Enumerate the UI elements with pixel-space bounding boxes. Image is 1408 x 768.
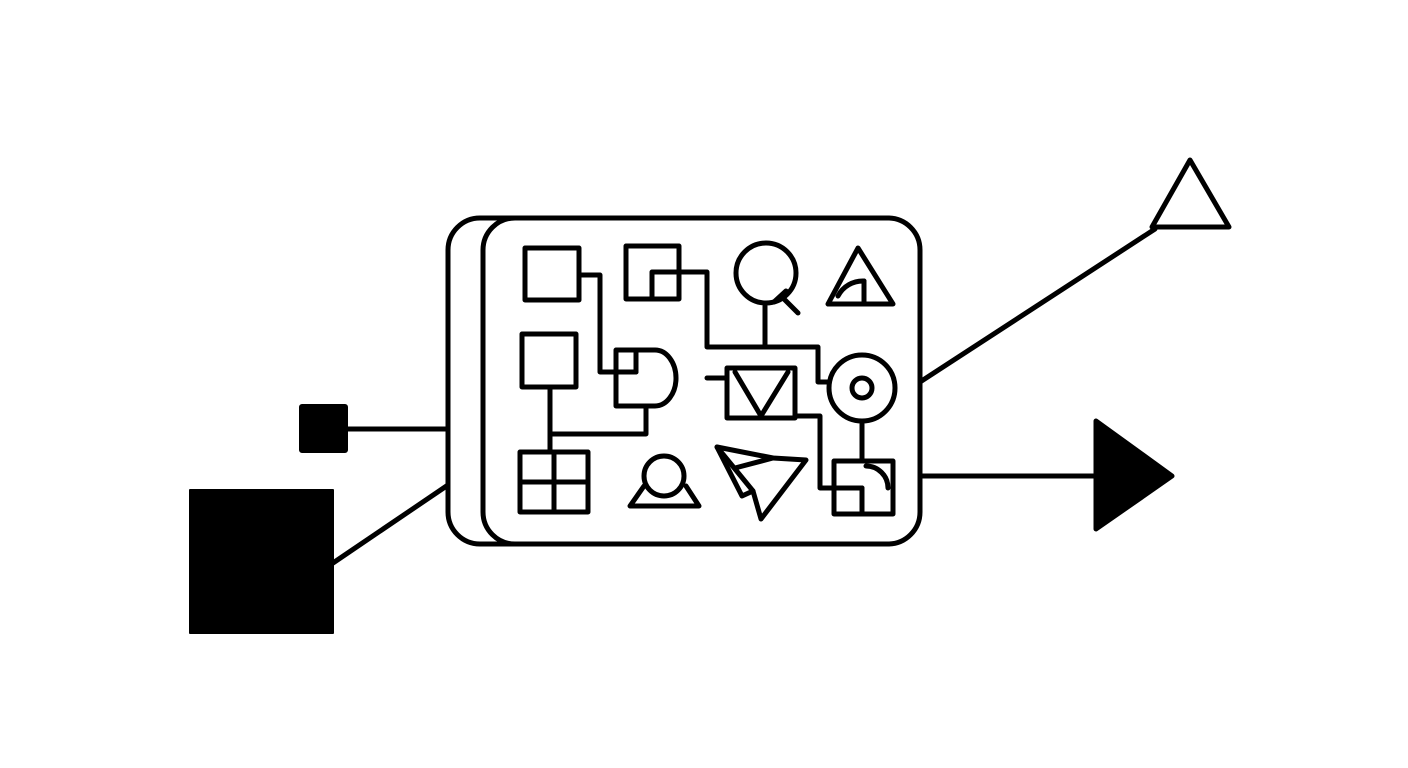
square-icon	[522, 245, 582, 303]
nested-square-icon	[623, 243, 682, 302]
envelope-icon	[724, 365, 798, 421]
square-icon-2	[519, 331, 579, 390]
module-wiring	[547, 269, 865, 491]
puzzle-square-icon	[613, 347, 679, 409]
grid-icon	[517, 449, 591, 515]
large-input-block	[189, 489, 334, 634]
connector-large-to-module	[330, 482, 451, 566]
triangle-quadrant-icon	[825, 245, 896, 307]
connector-module-to-top-output	[917, 226, 1158, 385]
magnifier-icon	[733, 240, 801, 316]
quadrant-square-icon	[831, 458, 896, 517]
output-right-arrow-icon	[1093, 418, 1175, 532]
target-icon	[826, 352, 898, 424]
paper-plane-icon	[714, 444, 809, 522]
small-input-block	[299, 404, 348, 453]
output-top-triangle-icon	[1149, 157, 1232, 230]
person-icon	[627, 453, 702, 509]
